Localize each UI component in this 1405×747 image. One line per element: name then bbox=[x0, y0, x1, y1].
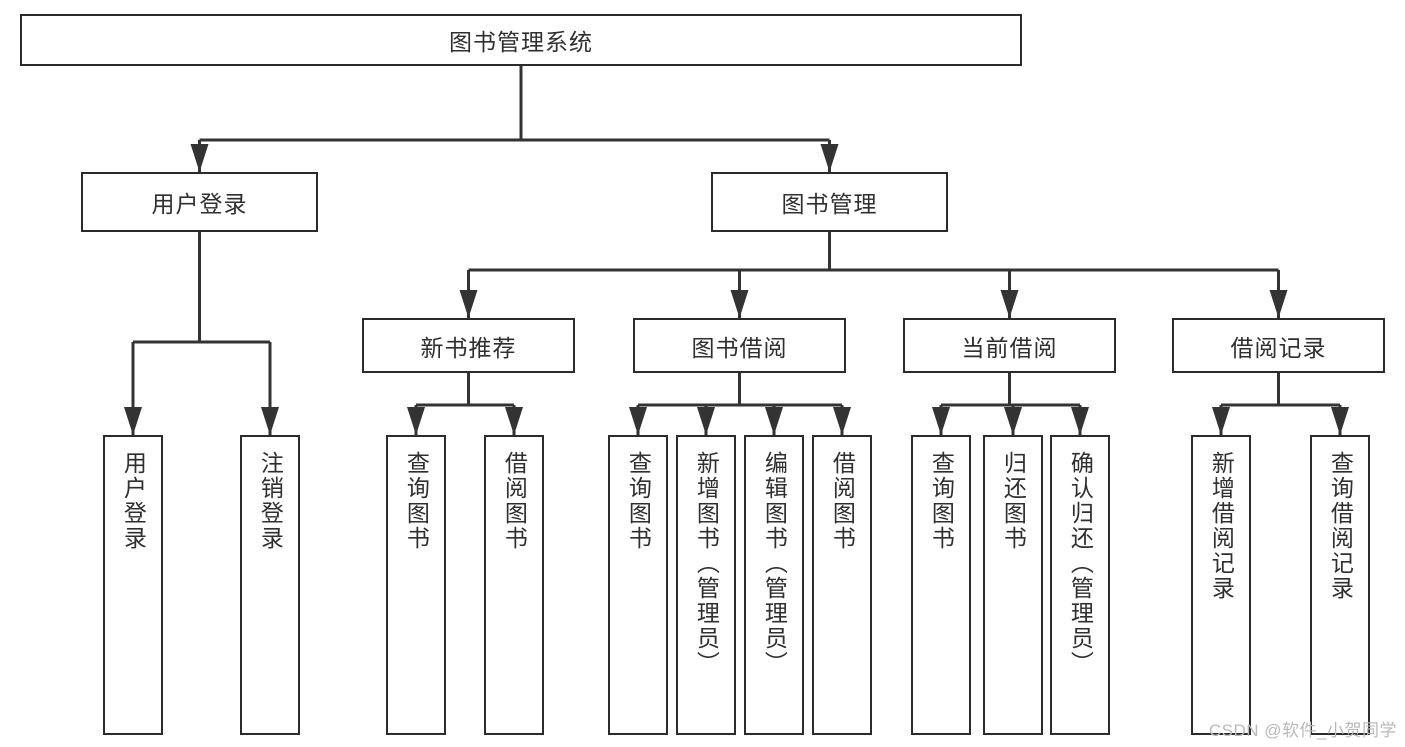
node-leaf-edit-book: 编辑图书（管理员） bbox=[744, 435, 804, 735]
node-label: 查询图书 bbox=[625, 451, 652, 551]
node-label: 借阅图书 bbox=[829, 451, 856, 551]
node-label: 新增图书（管理员） bbox=[693, 451, 720, 676]
node-label: 查询图书 bbox=[403, 451, 430, 551]
node-label: 新书推荐 bbox=[420, 334, 517, 361]
node-leaf-return-book: 归还图书 bbox=[983, 435, 1043, 735]
node-leaf-query-book-2: 查询图书 bbox=[608, 435, 668, 735]
node-label: 确认归还（管理员） bbox=[1067, 451, 1094, 676]
node-label: 归还图书 bbox=[1000, 451, 1027, 551]
node-leaf-borrow-book-2: 借阅图书 bbox=[812, 435, 872, 735]
watermark: CSDN @软件_小贺同学 bbox=[1208, 721, 1397, 740]
node-label: 图书管理系统 bbox=[449, 29, 593, 55]
node-book-borrow: 图书借阅 bbox=[633, 318, 846, 373]
node-label: 当前借阅 bbox=[961, 334, 1058, 361]
node-label: 借阅图书 bbox=[501, 451, 528, 551]
node-label: 用户登录 bbox=[120, 451, 147, 551]
node-new-book-recommend: 新书推荐 bbox=[362, 318, 575, 373]
node-label: 用户登录 bbox=[151, 191, 248, 217]
node-leaf-query-record: 查询借阅记录 bbox=[1310, 435, 1370, 735]
node-leaf-add-book: 新增图书（管理员） bbox=[676, 435, 736, 735]
node-label: 编辑图书（管理员） bbox=[761, 451, 788, 676]
node-user-login: 用户登录 bbox=[81, 172, 318, 232]
node-book-manage: 图书管理 bbox=[711, 172, 948, 232]
node-current-borrow: 当前借阅 bbox=[903, 318, 1116, 373]
node-leaf-borrow-book-1: 借阅图书 bbox=[484, 435, 544, 735]
node-label: 借阅记录 bbox=[1230, 334, 1327, 361]
node-leaf-confirm-return: 确认归还（管理员） bbox=[1050, 435, 1110, 735]
node-leaf-add-record: 新增借阅记录 bbox=[1191, 435, 1251, 735]
node-label: 图书管理 bbox=[781, 191, 878, 217]
node-borrow-record: 借阅记录 bbox=[1172, 318, 1385, 373]
node-label: 查询借阅记录 bbox=[1327, 451, 1354, 601]
node-label: 图书借阅 bbox=[691, 334, 788, 361]
node-leaf-user-logout: 注销登录 bbox=[240, 435, 300, 735]
node-label: 新增借阅记录 bbox=[1208, 451, 1235, 601]
node-label: 查询图书 bbox=[928, 451, 955, 551]
node-leaf-query-book-3: 查询图书 bbox=[911, 435, 971, 735]
node-leaf-query-book-1: 查询图书 bbox=[386, 435, 446, 735]
node-label: 注销登录 bbox=[257, 451, 284, 551]
node-root: 图书管理系统 bbox=[20, 14, 1022, 66]
node-leaf-user-login: 用户登录 bbox=[103, 435, 163, 735]
